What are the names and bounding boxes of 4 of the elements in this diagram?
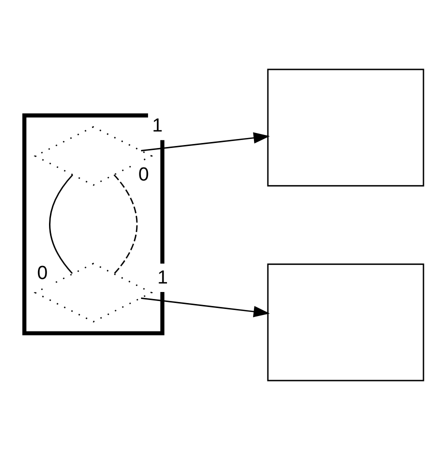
edge-label: 1	[157, 266, 168, 288]
edge-label: 0	[37, 262, 48, 284]
edge-label: 1	[152, 115, 163, 136]
edge-label: 0	[138, 164, 149, 186]
